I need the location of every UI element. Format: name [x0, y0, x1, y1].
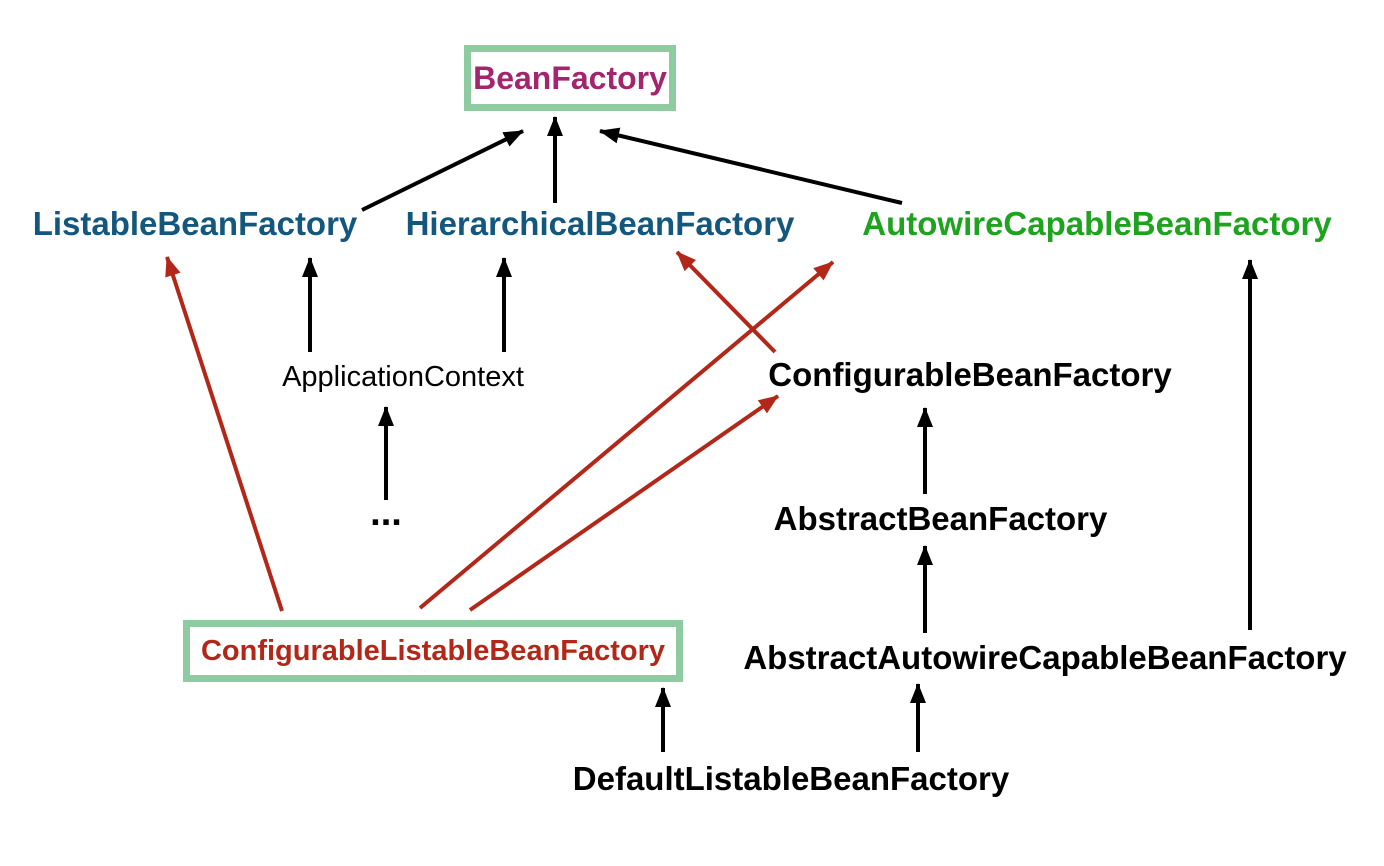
node-configurablelistablebeanfactory-label: ConfigurableListableBeanFactory	[200, 634, 666, 667]
edge-configurableBeanFactory-to-hierarchicalBeanFactory	[675, 250, 777, 354]
node-defaultlistablebeanfactory: DefaultListableBeanFactory	[572, 760, 1010, 797]
edge-configurableListableBeanFactory-to-configurableBeanFactory	[468, 394, 780, 612]
node-autowirecapablebeanfactory: AutowireCapableBeanFactory	[862, 205, 1332, 242]
edge-listableBeanFactory-to-beanFactory	[361, 129, 524, 212]
node-beanfactory-box: BeanFactory	[464, 45, 676, 111]
node-listablebeanfactory: ListableBeanFactory	[32, 205, 358, 242]
node-applicationcontext: ApplicationContext	[282, 360, 524, 393]
node-hierarchicalbeanfactory: HierarchicalBeanFactory	[405, 205, 795, 242]
node-abstractautowirecapablebeanfactory: AbstractAutowireCapableBeanFactory	[743, 639, 1347, 676]
node-beanfactory-label: BeanFactory	[473, 59, 667, 96]
node-ellipsis: ...	[370, 491, 402, 534]
node-configurablelistablebeanfactory-box: ConfigurableListableBeanFactory	[183, 620, 683, 682]
node-configurablebeanfactory: ConfigurableBeanFactory	[768, 356, 1172, 393]
edge-configurableListableBeanFactory-to-listableBeanFactory	[165, 256, 284, 612]
node-abstractbeanfactory: AbstractBeanFactory	[773, 500, 1108, 537]
edge-configurableListableBeanFactory-to-autowireCapableBeanFactory	[418, 260, 835, 610]
edge-autowireCapableBeanFactory-to-beanFactory	[599, 127, 903, 205]
